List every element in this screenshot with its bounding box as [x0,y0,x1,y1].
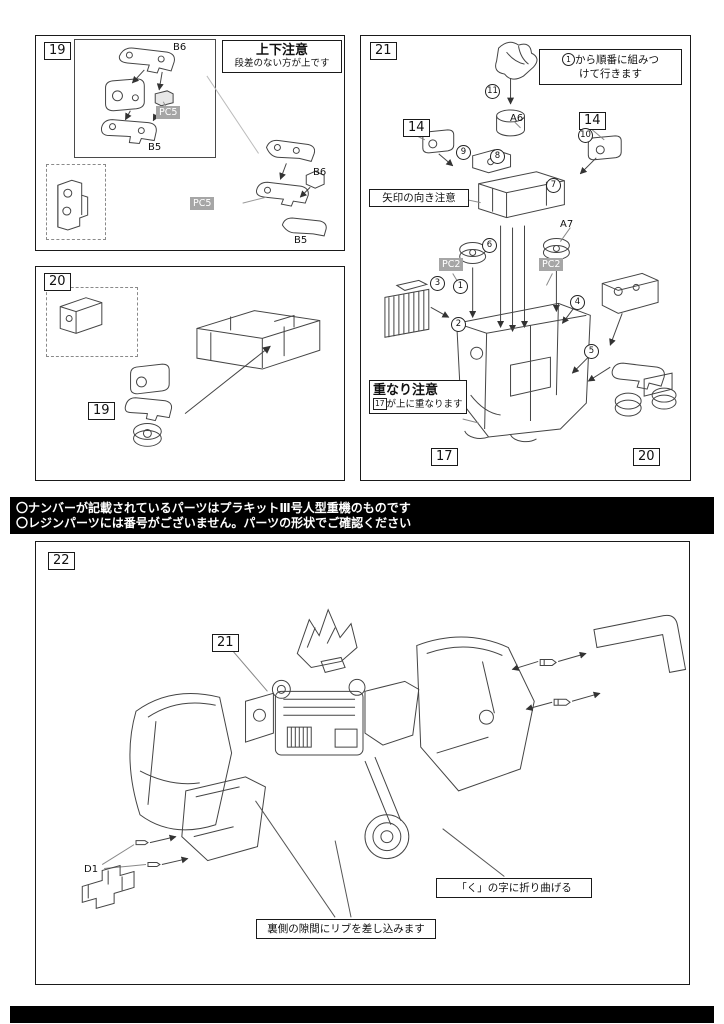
order-marker-11: 11 [485,84,500,99]
order-marker-7: 7 [546,178,561,193]
order-note-circle-1: 1 [562,53,575,66]
part-label-a6: A6 [510,113,524,124]
order-marker-4: 4 [570,295,585,310]
order-marker-6: 6 [482,238,497,253]
subassembly-ref-20: 20 [633,448,660,466]
order-marker-10: 10 [578,128,593,143]
step22-illustration [81,608,687,918]
order-note-line2: けて行きます [579,68,642,80]
subassembly-ref-14-right: 14 [579,112,606,130]
notice-line-1: 〇ナンバーが記載されているパーツはプラキットⅢ号人型重機のものです [16,501,411,515]
part-label-b6: B6 [173,42,187,53]
step-20-panel: 20 19 [35,266,345,481]
step20-illustration [59,297,321,447]
overlap-caution-title: 重なり注意 [373,383,439,398]
part-label-b6-2: B6 [313,167,327,178]
part-label-pc2-right: PC2 [539,258,564,271]
step-number-20: 20 [44,273,71,291]
step20-reference-part-box [46,287,138,357]
step19-subassembly-frame [74,39,216,158]
subassembly-ref-19: 19 [88,402,115,420]
part-label-pc5: PC5 [156,106,181,119]
order-marker-3: 3 [430,276,445,291]
parts-notice-bar: 〇ナンバーが記載されているパーツはプラキットⅢ号人型重機のものです 〇レジンパー… [10,497,714,534]
subassembly-ref-14-left: 14 [403,119,430,137]
order-marker-2: 2 [451,317,466,332]
subassembly-ref-21: 21 [212,634,239,652]
order-marker-8: 8 [490,149,505,164]
step-22-panel: 22 21 D1 「く」の字に折り曲げる 裏側の隙間にリブを差し込みます [35,541,690,985]
part-label-pc2-left: PC2 [439,258,464,271]
part-label-pc5-2: PC5 [190,197,215,210]
step19-illustration [57,47,327,237]
step-19-panel: 19 上下注意 段差のない方が上です B6 PC5 B5 B6 PC5 B5 [35,35,345,251]
part-label-b5: B5 [148,142,162,153]
part-label-d1: D1 [84,864,99,875]
overlap-ref-17: 17 [373,398,387,410]
part-label-b5-2: B5 [294,235,308,246]
step-number-21: 21 [370,42,397,60]
fold-note: 「く」の字に折り曲げる [436,878,592,898]
order-marker-1: 1 [453,279,468,294]
rib-insert-note: 裏側の隙間にリブを差し込みます [256,919,436,939]
step19-reference-part-box [46,164,106,240]
step-number-22: 22 [48,552,75,570]
overlap-body-text: が上に重なります [386,399,463,410]
subassembly-ref-17: 17 [431,448,458,466]
part-label-a7: A7 [560,219,574,230]
order-marker-5: 5 [584,344,599,359]
step21-illustration [384,41,677,443]
page-footer-bar [10,1006,714,1023]
arrow-direction-note: 矢印の向き注意 [369,189,469,207]
step-number-19: 19 [44,42,71,60]
updown-caution-title: 上下注意 [255,43,308,58]
updown-caution-body: 段差のない方が上です [234,58,330,69]
order-marker-9: 9 [456,145,471,160]
updown-caution-note: 上下注意 段差のない方が上です [222,40,342,73]
order-note-line1: から順番に組みつ [575,54,659,66]
notice-line-2: 〇レジンパーツには番号がございません。パーツの形状でご確認ください [16,515,412,530]
